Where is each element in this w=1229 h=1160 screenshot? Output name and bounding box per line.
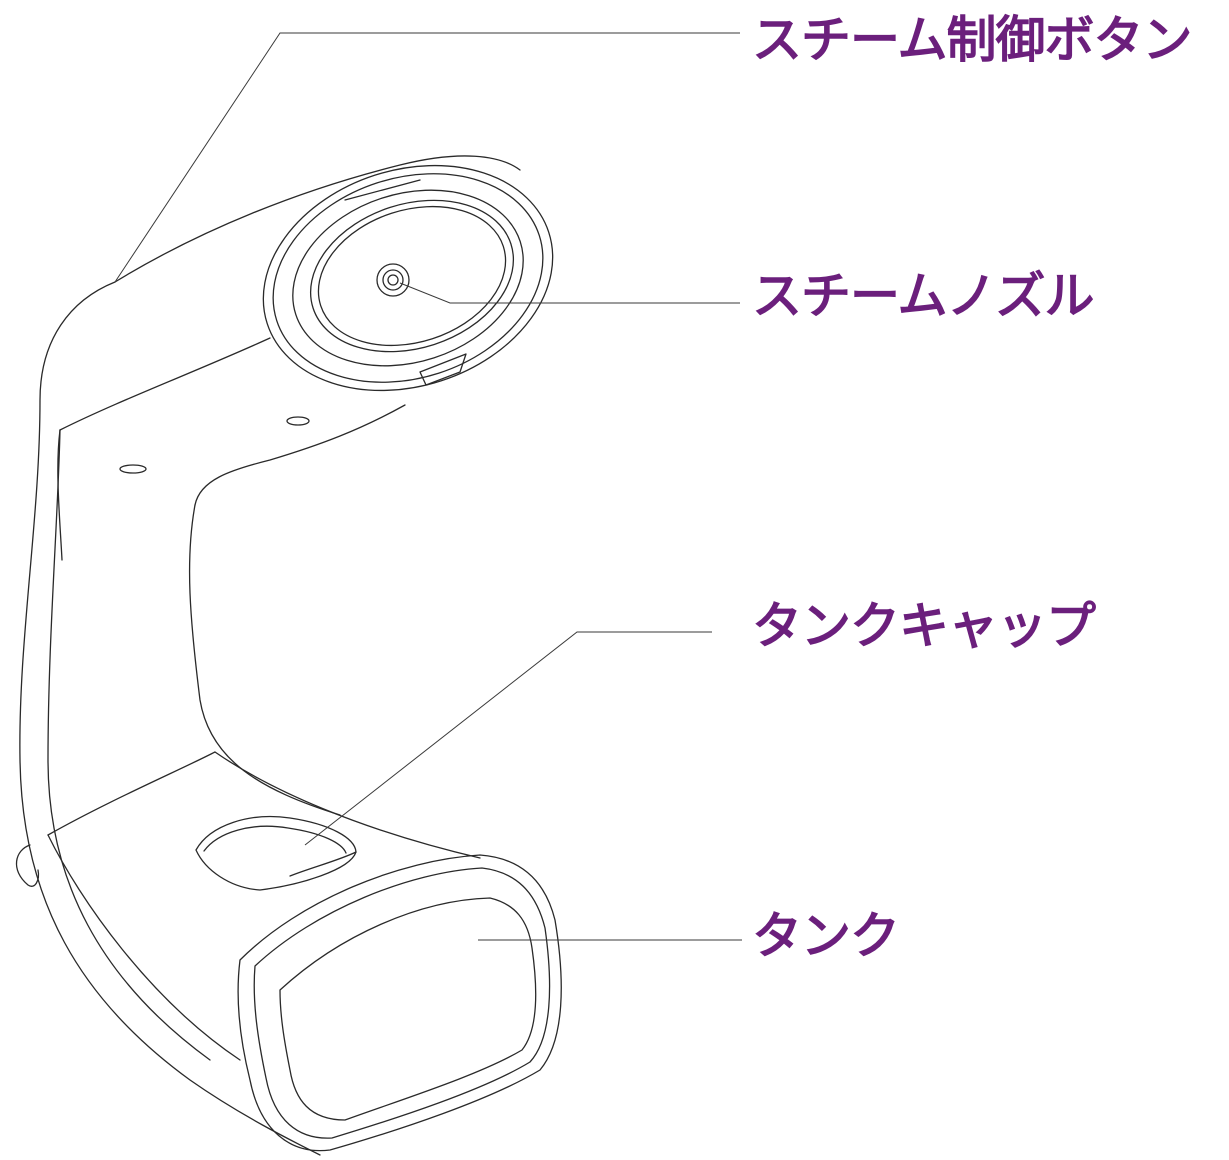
- leader-lines: [114, 32, 742, 941]
- steamer-body-outline: [15, 155, 521, 1156]
- label-steam-control-button: スチーム制御ボタン: [752, 11, 1192, 69]
- steam-nozzle-graphic: [376, 263, 410, 297]
- leader-line-steam-button: [114, 32, 740, 283]
- leader-line-steam-nozzle: [399, 282, 740, 304]
- label-tank: タンク: [752, 907, 900, 965]
- steam-head-outline: [262, 164, 554, 392]
- leader-line-tank-cap: [304, 631, 712, 846]
- label-steam-nozzle: スチームノズル: [752, 267, 1094, 325]
- tank-graphic: [237, 854, 562, 1152]
- tank-cap-graphic: [195, 815, 357, 891]
- label-tank-cap: タンクキャップ: [752, 597, 1096, 655]
